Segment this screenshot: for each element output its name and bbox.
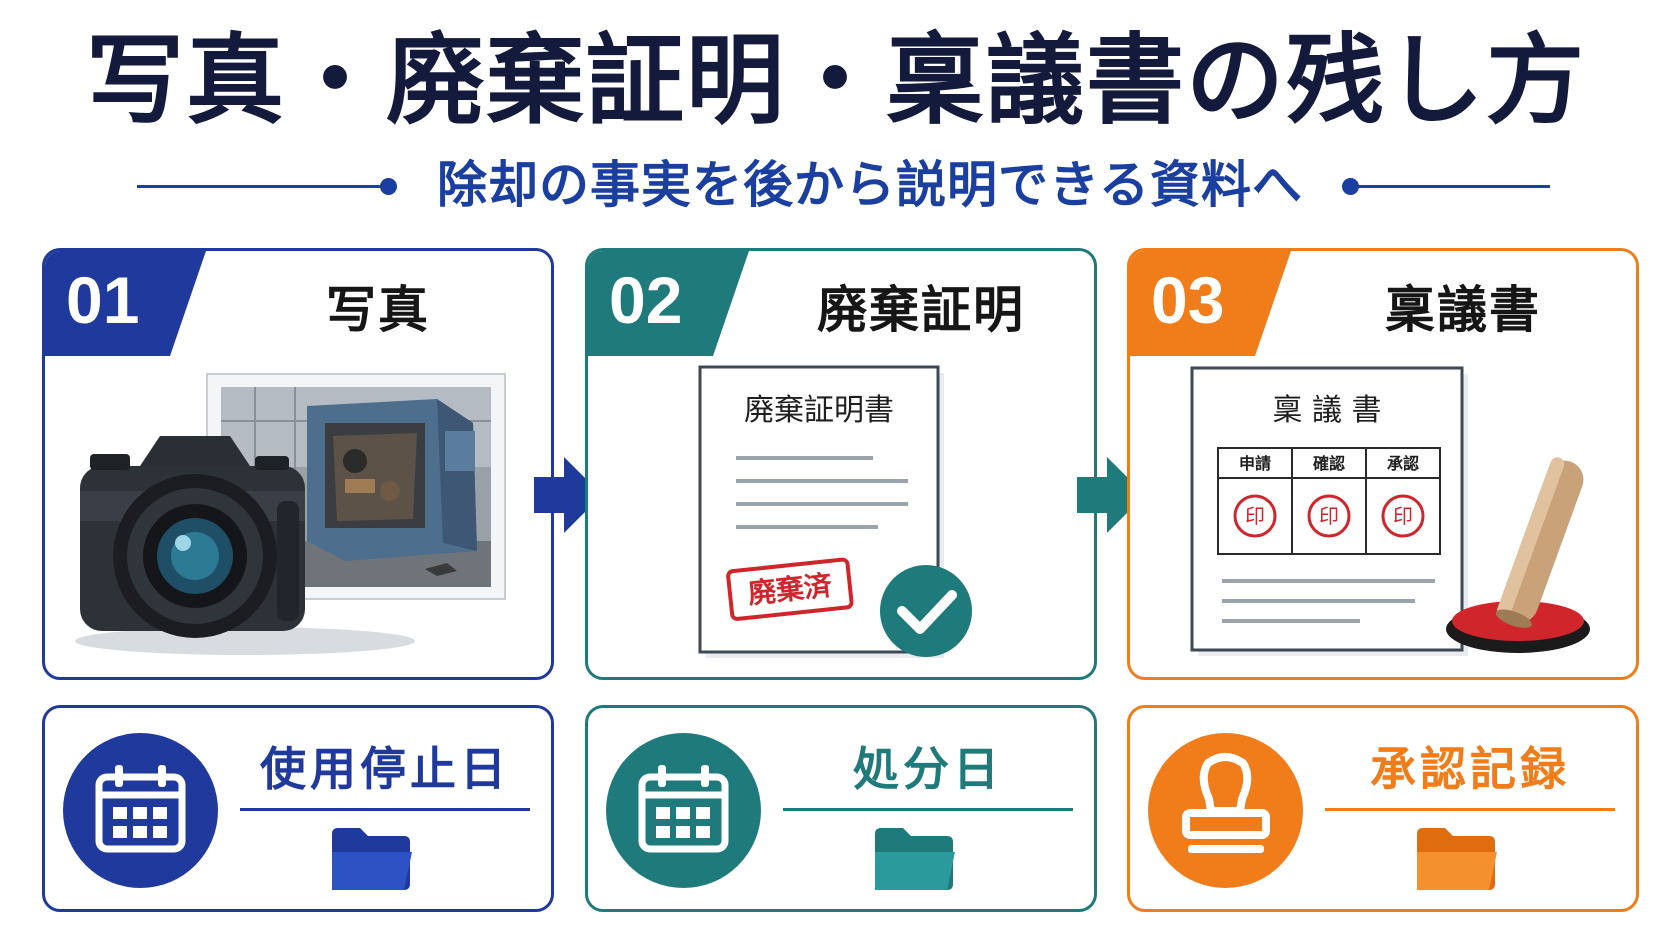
document-icon <box>1190 366 1468 656</box>
arrow-right-icon <box>1077 457 1145 533</box>
page-title: 写真・廃棄証明・稟議書の残し方 <box>85 24 1586 138</box>
calendar-icon <box>95 765 186 853</box>
subtitle: 除却の事実を後から説明できる資料へ <box>437 156 1303 214</box>
label-underline <box>1325 808 1615 811</box>
record-card-stop-date: 使用停止日 <box>42 705 554 912</box>
hanko-stamp-icon <box>1446 457 1590 653</box>
calendar-icon-badge <box>63 733 218 888</box>
card-number: 03 <box>1151 263 1225 337</box>
seal-mark: 印 <box>1245 504 1265 528</box>
card-title: 写真 <box>326 281 430 339</box>
certificate-illustration <box>698 365 972 658</box>
stamp-mark <box>726 557 854 621</box>
checkmark-icon <box>880 565 972 657</box>
folder-icon <box>1417 828 1497 890</box>
card-title: 稟議書 <box>1385 281 1541 339</box>
folder-icon <box>332 828 412 890</box>
number-badge <box>45 251 206 356</box>
camera-icon <box>75 436 415 655</box>
approval-column-apply: 申請 <box>1238 454 1271 473</box>
record-card-approval-record: 承認記録 <box>1127 705 1639 912</box>
stamp-icon-badge <box>1148 733 1303 888</box>
number-badge <box>588 251 749 356</box>
camera-and-photo-illustration <box>75 373 506 655</box>
calendar-icon <box>638 765 729 853</box>
label-underline <box>783 808 1073 811</box>
card-disposal-certificate: 02 廃棄証明 廃棄証明書 廃棄済 <box>585 248 1097 680</box>
stamp-icon <box>1182 753 1270 853</box>
approval-column-approve: 承認 <box>1386 454 1419 473</box>
calendar-icon-badge <box>606 733 761 888</box>
arrow-right-icon <box>534 457 602 533</box>
seal-mark: 印 <box>1393 504 1413 528</box>
card-number: 01 <box>66 263 140 337</box>
record-card-disposal-date: 処分日 <box>585 705 1097 912</box>
subtitle-dot-left <box>380 178 397 195</box>
approval-column-confirm: 確認 <box>1312 454 1345 473</box>
record-label: 承認記録 <box>1370 742 1570 796</box>
approval-illustration <box>1190 366 1590 656</box>
number-badge <box>1130 251 1291 356</box>
folder-icon <box>875 828 955 890</box>
record-label: 使用停止日 <box>260 742 510 796</box>
seal-mark: 印 <box>1319 504 1339 528</box>
document-title: 稟 議 書 <box>1272 393 1382 428</box>
subtitle-rule-left <box>137 185 387 188</box>
document-title: 廃棄証明書 <box>744 393 894 428</box>
card-number: 02 <box>609 263 683 337</box>
card-approval-document: 03 稟議書 稟 議 書 申請 確認 承認 <box>1127 248 1639 680</box>
label-underline <box>240 808 530 811</box>
card-title: 廃棄証明 <box>817 281 1025 339</box>
record-label: 処分日 <box>853 742 1003 796</box>
card-photo: 01 写真 <box>42 248 554 680</box>
subtitle-row: 除却の事実を後から説明できる資料へ <box>0 150 1672 220</box>
subtitle-rule-right <box>1350 185 1550 188</box>
